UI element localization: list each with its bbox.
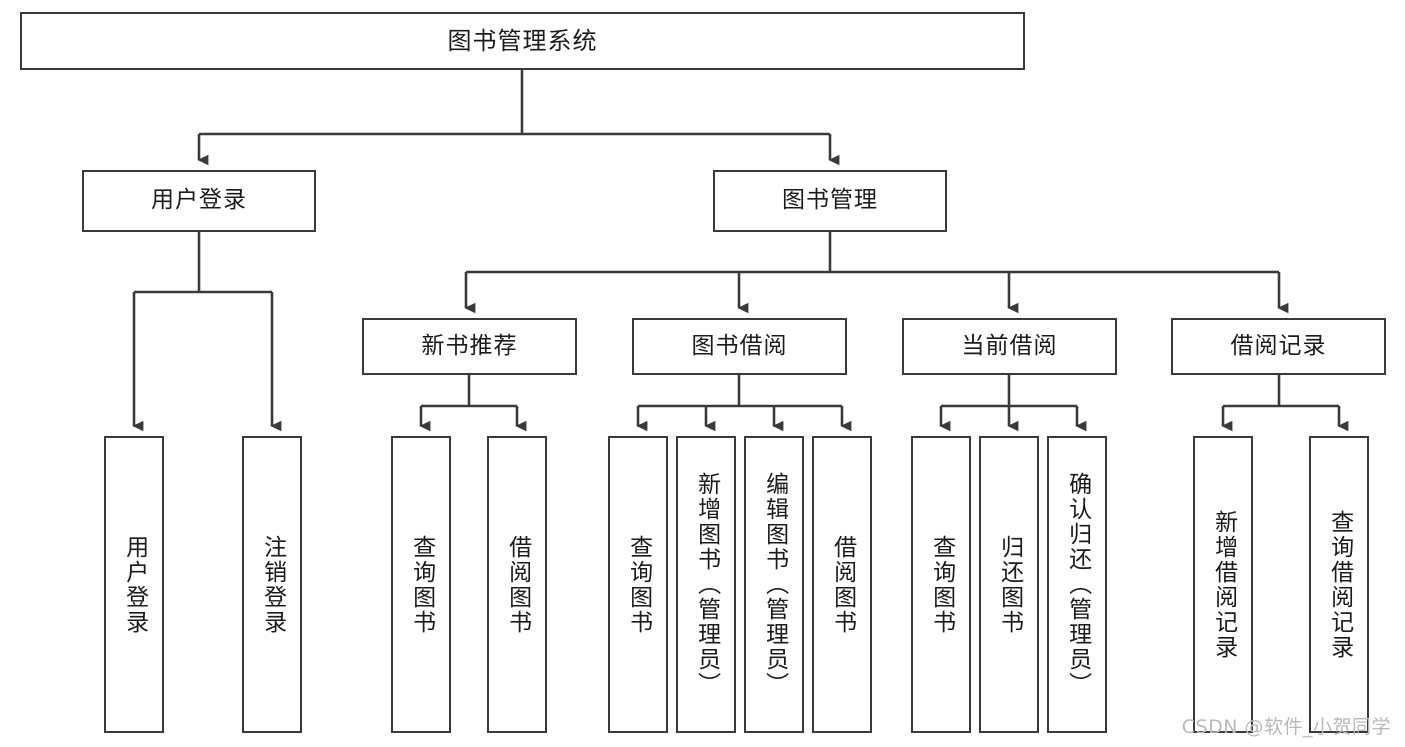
node-label: 查询图书 [408,534,435,635]
node-leaf-add-record[interactable]: 新增借阅记录 [1193,436,1253,733]
node-leaf-query-book-1[interactable]: 查询图书 [391,436,451,733]
node-leaf-add-book[interactable]: 新增图书（管理员） [676,436,736,733]
node-root-system[interactable]: 图书管理系统 [20,12,1025,70]
node-label: 新增图书（管理员） [693,472,720,697]
node-book-borrow[interactable]: 图书借阅 [632,318,847,375]
node-label: 查询借阅记录 [1326,509,1353,660]
node-leaf-edit-book[interactable]: 编辑图书（管理员） [744,436,804,733]
node-leaf-borrow-book-2[interactable]: 借阅图书 [812,436,872,733]
node-borrow-record[interactable]: 借阅记录 [1171,318,1386,375]
node-leaf-return-book[interactable]: 归还图书 [979,436,1039,733]
csdn-watermark: CSDN @软件_小贺同学 [1181,716,1391,738]
node-new-book-recommend[interactable]: 新书推荐 [362,318,577,375]
node-label: 当前借阅 [961,332,1058,359]
node-leaf-logout-login[interactable]: 注销登录 [242,436,302,733]
node-book-manage[interactable]: 图书管理 [713,170,947,232]
node-label: 注销登录 [259,534,286,635]
node-label: 编辑图书（管理员） [761,472,788,697]
node-label: 图书管理系统 [447,26,598,55]
node-label: 查询图书 [928,534,955,635]
node-label: 确认归还（管理员） [1064,472,1091,697]
node-label: 查询图书 [625,534,652,635]
node-leaf-borrow-book-1[interactable]: 借阅图书 [487,436,547,733]
node-label: 用户登录 [151,187,247,214]
node-label: 借阅记录 [1230,332,1327,359]
node-leaf-user-login[interactable]: 用户登录 [104,436,164,733]
node-leaf-confirm-return[interactable]: 确认归还（管理员） [1047,436,1107,733]
node-label: 图书管理 [782,187,878,214]
node-label: 图书借阅 [691,332,788,359]
node-label: 归还图书 [996,534,1023,635]
node-leaf-query-book-3[interactable]: 查询图书 [911,436,971,733]
node-label: 借阅图书 [829,534,856,635]
node-label: 用户登录 [121,534,148,635]
node-current-borrow[interactable]: 当前借阅 [902,318,1117,375]
node-label: 借阅图书 [504,534,531,635]
node-label: 新书推荐 [421,332,518,359]
node-leaf-query-book-2[interactable]: 查询图书 [608,436,668,733]
node-leaf-query-record[interactable]: 查询借阅记录 [1309,436,1369,733]
node-user-login[interactable]: 用户登录 [82,170,316,232]
node-label: 新增借阅记录 [1210,509,1237,660]
